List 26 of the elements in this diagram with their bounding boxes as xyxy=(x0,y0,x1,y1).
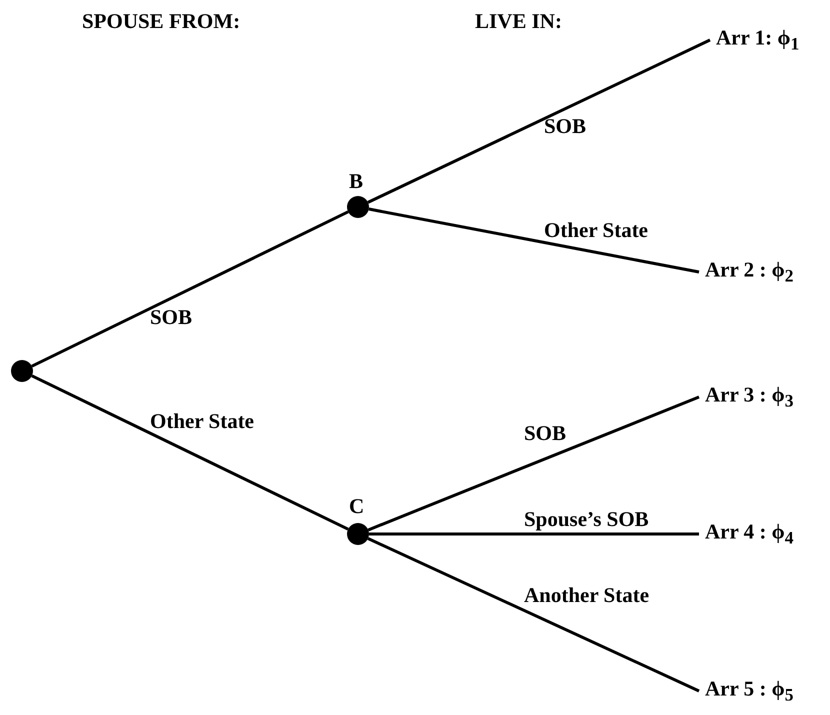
node-letter: C xyxy=(349,495,364,518)
branch-point xyxy=(347,523,369,545)
branch-line xyxy=(31,210,349,368)
outcome-label: Arr 2 : ϕ$_{2}$ xyxy=(705,258,794,286)
outcome-label: Arr 4 : ϕ$_{4}$ xyxy=(705,520,794,548)
outcome-label: Arr 3 : ϕ$_{3}$ xyxy=(705,383,794,411)
branch-line xyxy=(369,532,699,536)
outcome-label: Arr 1: ϕ$_{1}$ xyxy=(716,26,800,54)
branch-line xyxy=(367,38,711,204)
branch-point xyxy=(11,360,33,382)
column-heading: SPOUSE FROM: xyxy=(82,10,240,34)
edge-label: Another State xyxy=(524,584,650,608)
branch-line xyxy=(367,537,700,692)
edge-label: Other State xyxy=(544,219,648,242)
column-heading: LIVE IN: xyxy=(475,10,562,34)
branch-point xyxy=(347,196,369,218)
node-letter: B xyxy=(349,170,364,194)
edge-label: Spouse’s SOB xyxy=(524,508,649,532)
outcome-label: Arr 5 : ϕ$_{5}$ xyxy=(705,677,794,705)
edge-label: Other State xyxy=(150,410,254,434)
branch-line xyxy=(368,396,700,532)
branch-line xyxy=(31,374,349,531)
edge-label: SOB xyxy=(150,306,192,330)
edge-label: SOB xyxy=(544,115,586,138)
branch-line xyxy=(368,208,700,274)
edge-label: SOB xyxy=(524,422,566,446)
